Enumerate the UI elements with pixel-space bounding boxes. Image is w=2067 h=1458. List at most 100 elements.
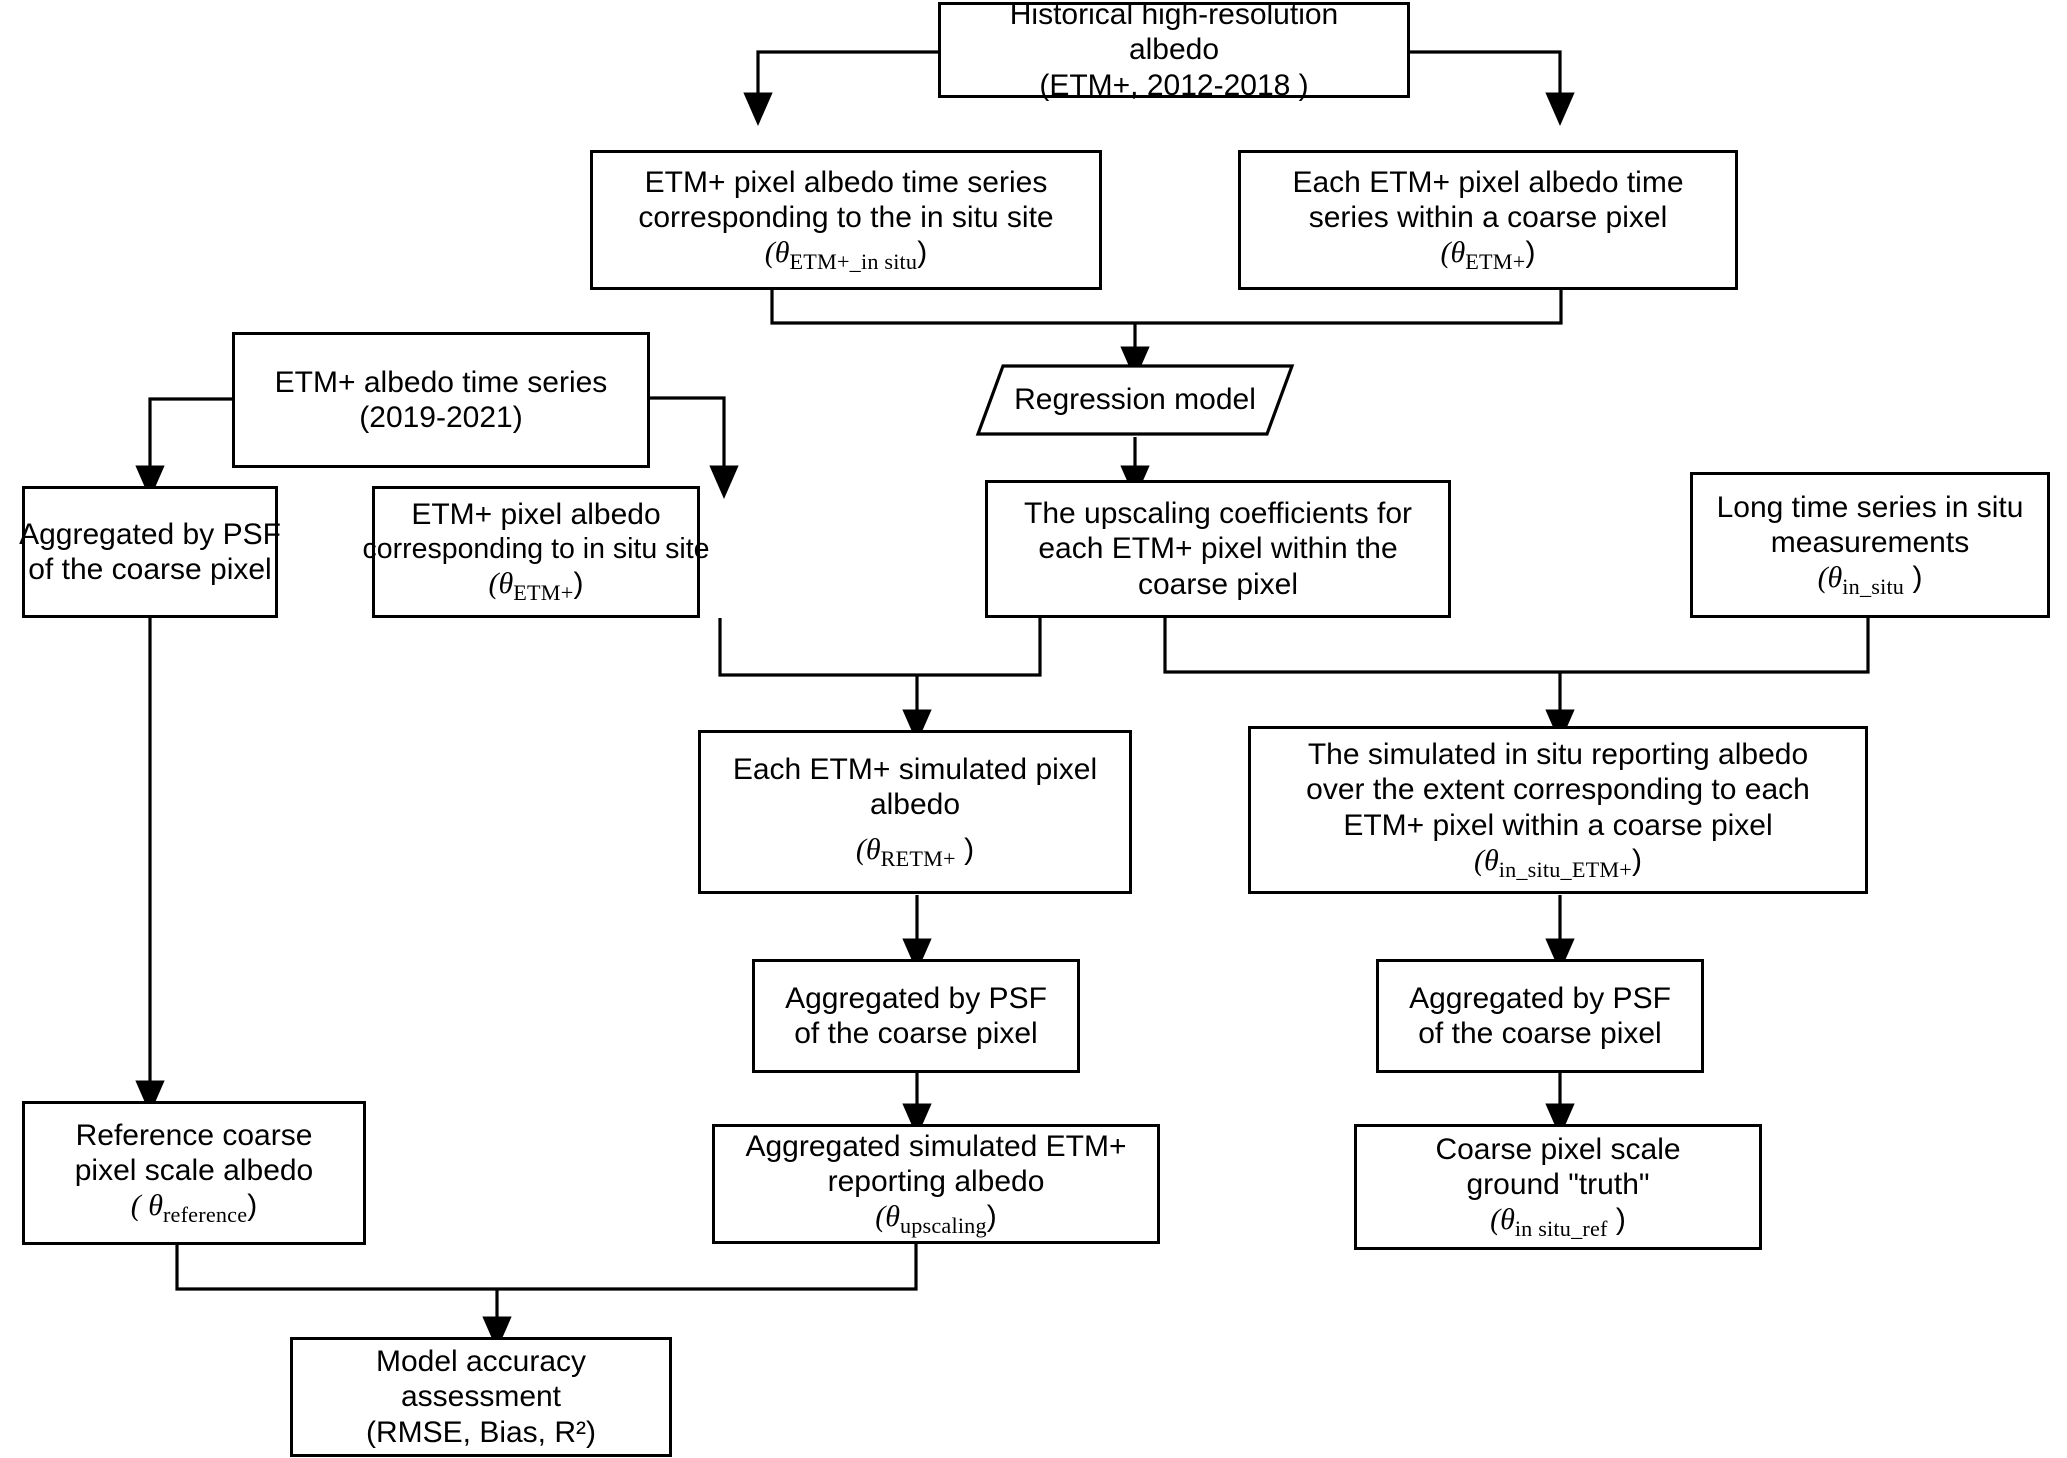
node-etm-in-situ-series[interactable]: ETM+ pixel albedo time series correspond… xyxy=(590,150,1102,290)
node-line: each ETM+ pixel within the xyxy=(1038,532,1398,566)
node-symbol: (θupscaling) xyxy=(875,1199,997,1239)
parallelogram-shape xyxy=(975,364,1295,436)
node-line: Aggregated by PSF xyxy=(1409,981,1671,1015)
theta-close: ) xyxy=(1607,1203,1626,1237)
edge-etmpixel-to-merge-a xyxy=(718,618,917,677)
theta-subscript: ETM+ xyxy=(1465,249,1526,275)
node-line: over the extent corresponding to each xyxy=(1306,773,1810,807)
node-line: The upscaling coefficients for xyxy=(1024,496,1412,530)
theta-subscript: reference xyxy=(162,1202,248,1228)
theta-symbol: (θ xyxy=(855,833,881,867)
node-symbol: (θETM+_in situ) xyxy=(765,235,927,275)
node-line: ETM+ albedo time series xyxy=(274,365,608,399)
theta-symbol: (θ xyxy=(488,567,514,601)
node-symbol: (θin_situ_ETM+) xyxy=(1474,843,1642,883)
theta-close: ) xyxy=(917,236,928,270)
node-line: Each ETM+ simulated pixel xyxy=(732,752,1098,786)
node-line: albedo xyxy=(1128,33,1220,67)
node-line: assessment xyxy=(400,1380,562,1414)
node-line: Model accuracy xyxy=(375,1344,587,1378)
node-etm-series-2019[interactable]: ETM+ albedo time series (2019-2021) xyxy=(232,332,650,468)
node-line: corresponding to the in situ site xyxy=(638,200,1054,234)
edge-historical-to-etm-in-situ xyxy=(743,50,938,126)
node-aggregated-psf-mid[interactable]: Aggregated by PSF of the coarse pixel xyxy=(752,959,1080,1073)
theta-close: ) xyxy=(955,833,975,867)
node-label: Regression model xyxy=(1014,383,1256,416)
node-line: Aggregated by PSF xyxy=(19,517,281,551)
edge-aggsim-to-merge-c xyxy=(497,1243,918,1291)
node-reference-coarse[interactable]: Reference coarse pixel scale albedo ( θr… xyxy=(22,1101,366,1245)
node-aggregated-psf-right[interactable]: Aggregated by PSF of the coarse pixel xyxy=(1376,959,1704,1073)
theta-subscript: upscaling xyxy=(899,1213,987,1239)
node-line: ETM+ pixel albedo time series xyxy=(644,165,1048,199)
node-model-accuracy[interactable]: Model accuracy assessment (RMSE, Bias, R… xyxy=(290,1337,672,1457)
node-aggregated-simulated[interactable]: Aggregated simulated ETM+ reporting albe… xyxy=(712,1124,1160,1244)
edge-etm-coarse-to-bus xyxy=(1135,290,1563,325)
node-line: The simulated in situ reporting albedo xyxy=(1307,737,1809,771)
node-etm-pixel-in-situ[interactable]: ETM+ pixel albedo corresponding to in si… xyxy=(363,486,709,618)
node-line: ETM+ pixel within a coarse pixel xyxy=(1343,808,1773,842)
node-long-time-series[interactable]: Long time series in situ measurements (θ… xyxy=(1690,472,2050,618)
theta-symbol: ( θ xyxy=(130,1189,163,1223)
theta-close: ) xyxy=(247,1189,258,1223)
theta-close: ) xyxy=(573,567,584,601)
theta-symbol: (θ xyxy=(1817,561,1843,595)
node-line: reporting albedo xyxy=(827,1164,1045,1198)
theta-symbol: (θ xyxy=(1490,1203,1515,1237)
theta-close: ) xyxy=(1525,236,1536,270)
node-aggregated-psf-left[interactable]: Aggregated by PSF of the coarse pixel xyxy=(19,486,281,618)
node-line: ETM+ pixel albedo xyxy=(411,498,661,532)
node-symbol: (θRETM+ ) xyxy=(856,832,974,872)
edge-reference-to-merge-c xyxy=(175,1245,497,1291)
theta-subscript: RETM+ xyxy=(880,846,956,872)
theta-subscript: ETM+_in situ xyxy=(789,249,918,275)
node-line: Aggregated by PSF xyxy=(785,981,1047,1015)
node-line: of the coarse pixel xyxy=(1418,1017,1662,1050)
node-etm-within-coarse[interactable]: Each ETM+ pixel albedo time series withi… xyxy=(1238,150,1738,290)
node-regression-model[interactable]: Regression model xyxy=(975,363,1295,437)
node-upscaling-coefficients[interactable]: The upscaling coefficients for each ETM+… xyxy=(985,480,1451,618)
node-line: Coarse pixel scale xyxy=(1435,1132,1681,1166)
edge-upscaling-left-to-merge-a xyxy=(917,618,1042,677)
node-line: measurements xyxy=(1770,525,1970,559)
node-line: Reference coarse xyxy=(75,1118,313,1152)
node-line: coarse pixel xyxy=(1137,567,1299,601)
node-line: of the coarse pixel xyxy=(28,553,272,586)
theta-symbol: (θ xyxy=(764,236,790,270)
node-simulated-in-situ[interactable]: The simulated in situ reporting albedo o… xyxy=(1248,726,1868,894)
node-line: Long time series in situ xyxy=(1716,490,2024,524)
edge-upscaling-to-merge-b xyxy=(1163,618,1560,674)
node-symbol: (θin situ_ref ) xyxy=(1490,1202,1626,1242)
node-line: (2019-2021) xyxy=(359,401,523,434)
node-line: Historical high-resolution xyxy=(1009,0,1339,31)
theta-close: ) xyxy=(1904,561,1923,595)
edge-series2019-to-agg-left xyxy=(135,397,232,499)
edge-series2019-to-etm-pixel xyxy=(650,396,739,499)
theta-close: ) xyxy=(1631,843,1642,877)
node-line: Aggregated simulated ETM+ xyxy=(745,1129,1127,1163)
node-simulated-pixel-albedo[interactable]: Each ETM+ simulated pixel albedo (θRETM+… xyxy=(698,730,1132,894)
node-line: albedo xyxy=(869,787,961,821)
theta-subscript: in_situ_ETM+ xyxy=(1498,856,1632,882)
edge-longseries-to-merge-b xyxy=(1560,618,1870,674)
theta-symbol: (θ xyxy=(875,1200,900,1234)
node-line: (RMSE, Bias, R²) xyxy=(365,1415,596,1449)
node-line: pixel scale albedo xyxy=(74,1153,314,1187)
node-line: (ETM+, 2012-2018 ) xyxy=(1039,68,1309,102)
theta-symbol: (θ xyxy=(1440,236,1466,270)
node-line: Each ETM+ pixel albedo time xyxy=(1292,165,1684,199)
theta-subscript: ETM+ xyxy=(513,580,574,606)
node-coarse-ground-truth[interactable]: Coarse pixel scale ground "truth" (θin s… xyxy=(1354,1124,1762,1250)
node-symbol: (θin_situ ) xyxy=(1818,560,1923,600)
theta-subscript: in_situ xyxy=(1842,574,1905,600)
node-symbol: (θETM+) xyxy=(489,566,584,606)
node-historical-albedo[interactable]: Historical high-resolution albedo (ETM+,… xyxy=(938,0,1410,102)
node-symbol: ( θreference) xyxy=(131,1188,258,1228)
theta-close: ) xyxy=(986,1200,997,1234)
node-line: series within a coarse pixel xyxy=(1308,200,1668,234)
theta-subscript: in situ_ref xyxy=(1514,1216,1608,1242)
node-symbol: (θETM+) xyxy=(1441,235,1536,275)
node-line: corresponding to in situ site xyxy=(362,532,710,565)
